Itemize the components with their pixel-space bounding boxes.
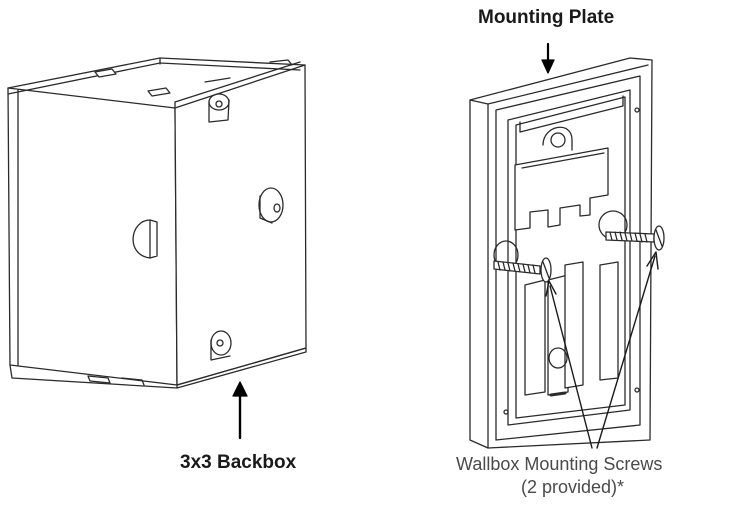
- screw-left: [493, 257, 552, 283]
- mounting-plate-arrow: [541, 42, 555, 74]
- mounting-plate-label: Mounting Plate: [478, 7, 615, 28]
- screws-label-line1: Wallbox Mounting Screws: [456, 454, 663, 474]
- backbox-illustration: [7, 57, 307, 389]
- screws-label-line2: (2 provided)*: [521, 477, 625, 497]
- screw-pointer-lines: [545, 251, 659, 449]
- mounting-plate-illustration: [469, 57, 665, 449]
- backbox-label: 3x3 Backbox: [180, 452, 297, 473]
- backbox-arrow: [232, 381, 248, 440]
- screw-right: [605, 225, 665, 251]
